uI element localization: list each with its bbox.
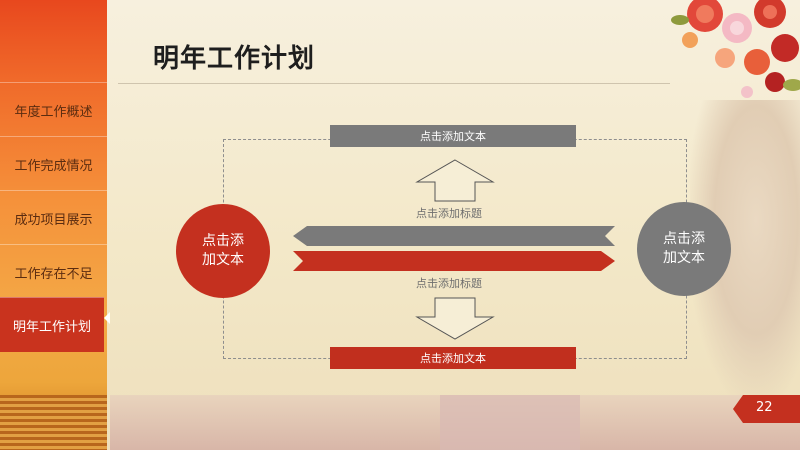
stairs-backdrop bbox=[110, 395, 800, 450]
gray-ribbon bbox=[293, 226, 615, 246]
right-circle-line-2: 加文本 bbox=[663, 250, 705, 266]
left-circle-line-2: 加文本 bbox=[202, 252, 244, 268]
sidebar-item-next-year-plan[interactable]: 明年工作计划 bbox=[0, 297, 104, 352]
down-arrow-icon bbox=[415, 297, 495, 340]
right-circle-line-1: 点击添 bbox=[663, 231, 705, 247]
bottom-text-bar-label: 点击添加文本 bbox=[420, 352, 486, 365]
top-text-bar-label: 点击添加文本 bbox=[420, 130, 486, 143]
top-text-bar[interactable]: 点击添加文本 bbox=[330, 125, 576, 147]
sidebar bbox=[0, 0, 107, 450]
ribbon-title-bottom[interactable]: 点击添加标题 bbox=[416, 277, 482, 290]
left-circle-line-1: 点击添 bbox=[202, 233, 244, 249]
sidebar-item-label: 明年工作计划 bbox=[12, 319, 91, 335]
sidebar-item-overview[interactable]: 年度工作概述 bbox=[0, 82, 107, 137]
page-badge-icon bbox=[733, 395, 800, 423]
up-arrow-icon bbox=[415, 159, 495, 202]
page-number: 22 bbox=[756, 400, 773, 415]
title-divider bbox=[118, 83, 670, 84]
active-pointer-icon bbox=[104, 312, 110, 324]
sidebar-item-completion[interactable]: 工作完成情况 bbox=[0, 136, 107, 191]
sidebar-pattern bbox=[0, 395, 107, 450]
sidebar-item-label: 工作存在不足 bbox=[14, 266, 93, 282]
flower-decoration-icon bbox=[671, 0, 800, 98]
ribbon-title-top[interactable]: 点击添加标题 bbox=[416, 207, 482, 220]
left-circle[interactable]: 点击添 加文本 bbox=[176, 204, 270, 298]
sidebar-item-shortcomings[interactable]: 工作存在不足 bbox=[0, 244, 107, 299]
red-ribbon bbox=[293, 251, 615, 271]
sidebar-item-label: 成功项目展示 bbox=[14, 212, 93, 228]
page-title: 明年工作计划 bbox=[153, 44, 316, 74]
sidebar-item-label: 工作完成情况 bbox=[14, 158, 93, 174]
sidebar-item-projects[interactable]: 成功项目展示 bbox=[0, 190, 107, 245]
sidebar-item-label: 年度工作概述 bbox=[14, 104, 93, 120]
right-circle[interactable]: 点击添 加文本 bbox=[637, 202, 731, 296]
bottom-text-bar[interactable]: 点击添加文本 bbox=[330, 347, 576, 369]
